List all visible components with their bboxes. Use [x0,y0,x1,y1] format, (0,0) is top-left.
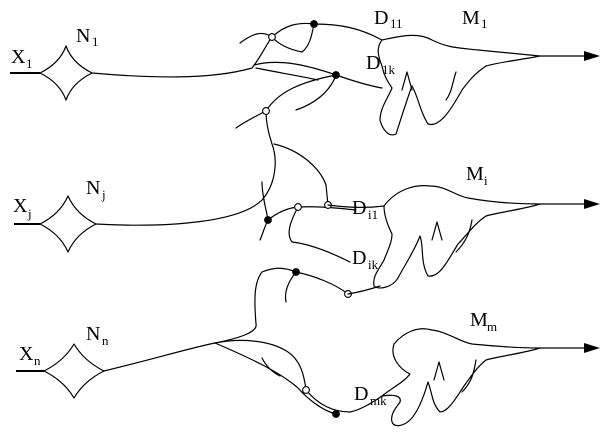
neuron-label-nn-base: N [86,323,100,345]
axon-nn-mid [214,339,307,391]
input-label-xj-sub: j [27,206,32,221]
output-neuron-mm: D mk M m [354,309,600,427]
axon-nj-top-loop [265,74,337,112]
axon-nj [95,74,357,263]
synapse-closed [332,410,340,418]
output-label-mm-base: M [470,309,488,331]
input-neuron-1: X 1 N 1 [10,25,99,101]
synapse-open [302,386,310,394]
axon-n1-branch-up [239,32,273,44]
neuron-label-n1-sub: 1 [92,34,99,49]
input-label-xj-base: X [13,195,28,217]
dendrite-label-d1k-base: D [366,52,380,74]
axon-n1-trunk [91,36,273,78]
input-label-x1-sub: 1 [26,56,33,71]
dendrite-label-dmk-sub: mk [370,393,387,408]
neuron-label-nj-base: N [86,177,100,199]
dendrite-d1k-end [335,74,383,89]
axon-nj-lower [288,206,351,263]
mi-inner-curve [455,219,473,253]
output-label-m1-sub: 1 [481,16,488,31]
m1-inner-mark [401,71,413,91]
axon-n1 [91,22,337,81]
arrowhead-mm [584,343,600,353]
axon-n1-loop [271,23,315,53]
output-label-mm-sub: m [487,319,497,334]
axon-nj-branch-down [261,181,269,221]
neuron-body-m1 [313,23,541,136]
axon-nj-trunk [95,110,276,226]
dendrite-label-dik-base: D [352,247,366,269]
input-label-xn-sub: n [34,353,41,368]
neuron-label-nj-sub: j [101,187,106,202]
axon-n1-branch-to-d1k [253,61,337,76]
synapse-open [262,107,270,115]
axon-nn-lower [214,342,337,415]
synapse-open [268,33,276,41]
mm-inner-mark [433,361,445,381]
arrowhead-mi [584,199,600,209]
dendrite-label-d11-base: D [374,7,388,29]
synapse-open [294,203,302,211]
output-neuron-mi: D i1 D ik M i [327,163,600,295]
dendrite-label-dmk-base: D [354,383,368,405]
axon-n1-branch-to-d11 [271,22,315,38]
neuron-label-n1-base: N [76,25,90,47]
dendrite-label-d1k-sub: 1k [382,62,396,77]
axon-nj-top-left [235,110,267,129]
neuron-body-mm [381,328,541,427]
neuron-body-mi [327,185,541,289]
arrowhead-m1 [584,51,600,61]
output-label-mi-base: M [466,163,484,185]
axon-nn-to-dmk [305,389,383,413]
axon-nn-trunk [103,323,257,372]
axon-nj-branch-right [273,143,329,206]
neuron-body-nj [39,195,97,253]
neuron-body-nn [43,343,105,399]
dendrite-label-di1-sub: i1 [368,207,378,222]
mi-inner-mark [431,221,443,241]
dendrite-dik-end [347,285,381,295]
input-label-x1-base: X [11,46,26,68]
synapses [262,20,352,418]
neuron-label-nn-sub: n [102,333,109,348]
dendrite-label-d11-sub: 11 [390,16,403,31]
input-neuron-j: X j N j [13,177,106,253]
synapse-closed [264,216,272,224]
axon-nn-to-dik [295,271,349,295]
axon-nj-to-di1 [267,206,357,221]
output-label-m1-base: M [462,7,480,29]
axon-nn-hook [261,357,281,377]
axon-nn-spur [284,271,297,303]
axon-nn [103,267,383,415]
input-label-xn-base: X [19,343,34,365]
input-neuron-n: X n N n [16,323,109,399]
axon-n1-branch-low [255,67,319,81]
output-neuron-m1: D 11 D 1k M 1 [313,7,600,136]
neuron-body-n1 [39,45,93,101]
dendrite-label-dik-sub: ik [368,257,379,272]
axon-nn-up [254,267,297,325]
dendrite-label-di1-base: D [352,197,366,219]
output-label-mi-sub: i [484,173,488,188]
m1-inner-curve [445,71,457,101]
mm-inner-curve [461,359,477,393]
synapse-closed [292,268,300,276]
